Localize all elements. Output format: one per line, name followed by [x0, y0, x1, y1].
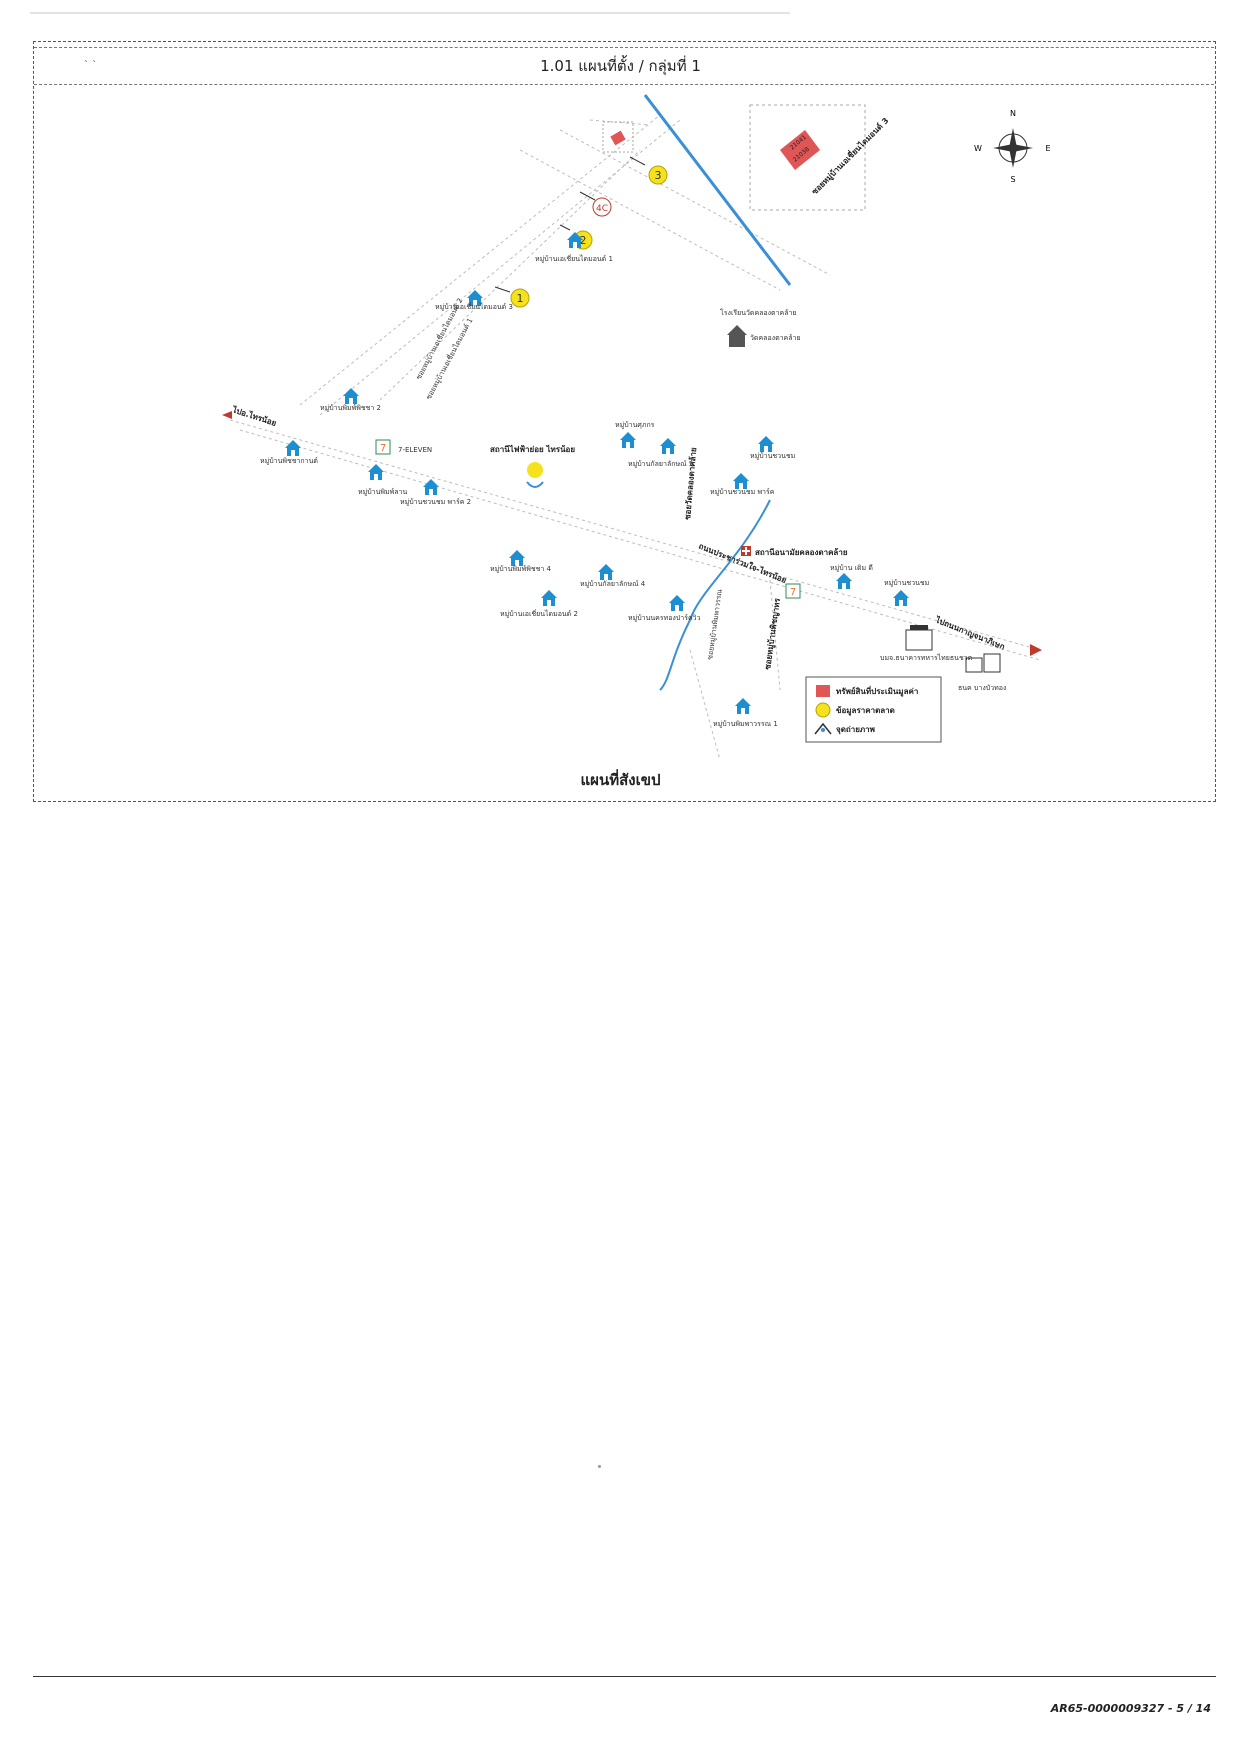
legend-market-swatch	[815, 702, 831, 718]
market-marker-3: 3	[648, 165, 668, 185]
label-soi-5: ซอยหมู่บ้านพิมพาวรรณ	[706, 588, 724, 660]
label-to-west: ไปอ.ไทรน้อย	[230, 404, 278, 428]
village-label: หมู่บ้านเอเชี่ยนไดมอนด์ 1	[535, 254, 613, 263]
road-south-2	[769, 579, 781, 691]
canal-east	[643, 94, 792, 286]
top-scan-line	[30, 12, 790, 14]
footer-rule	[33, 1676, 1216, 1677]
svg-text:3: 3	[655, 169, 662, 182]
photo-arrows	[494, 156, 646, 293]
svg-text:N: N	[1010, 109, 1016, 118]
village-label: หมู่บ้านพิมพ์พิชชา 4	[490, 565, 552, 573]
village-label: หมู่บ้านพิชชากานต์	[260, 457, 318, 465]
village-label: หมู่บ้านพิมพาวรรณ 1	[713, 720, 778, 728]
village-label: หมู่บ้านชวนชม	[750, 452, 795, 460]
label-substation: สถานีไฟฟ้าย่อย ไทรน้อย	[490, 444, 575, 454]
temple-icon	[727, 325, 747, 347]
label-soi-6: ซอยหมู่บ้านพิชญาทร	[762, 597, 783, 671]
village-icons: หมู่บ้านเอเชี่ยนไดมอนด์ 1 หมู่บ้านเอเชี่…	[260, 232, 929, 728]
label-temple: วัดคลองตาคล้าย	[750, 334, 801, 342]
village-label: หมู่บ้านเอเชี่ยนไดมอนด์ 3	[435, 302, 513, 311]
road-soi-3	[379, 149, 641, 401]
village-label: หมู่บ้านกัลยาลักษณ์ 5	[628, 460, 693, 468]
svg-text:1: 1	[517, 292, 524, 305]
svg-text:4C: 4C	[596, 204, 608, 214]
road-upper-2	[519, 149, 781, 291]
village-label: หมู่บ้านศุภกร	[615, 421, 655, 429]
label-inset-soi: ซอยหมู่บ้านเอเชี่ยนไดมอนด์ 3	[809, 115, 892, 198]
seven-eleven-icon: 7	[375, 439, 391, 455]
health-center-icon	[741, 546, 751, 556]
legend-property-label: ทรัพย์สินที่ประเมินมูลค่า	[836, 685, 918, 697]
market-building-icon	[965, 653, 1001, 673]
legend-property-swatch	[816, 685, 830, 697]
svg-text:7: 7	[380, 443, 386, 454]
legend-photo-label: จุดถ่ายภาพ	[836, 725, 875, 735]
village-label: หมู่บ้านกัลยาลักษณ์ 4	[580, 580, 646, 588]
market-marker-4c: 4C	[592, 197, 612, 217]
svg-text:7: 7	[790, 587, 796, 598]
document-reference: AR65-0000009327 - 5 / 14	[1050, 1702, 1211, 1715]
seven-eleven-icon-2: 7	[785, 583, 801, 599]
road-south-1	[689, 649, 721, 761]
svg-text:2: 2	[580, 234, 587, 247]
road-main	[229, 419, 1041, 651]
canal-south	[659, 499, 771, 691]
legend-market-label: ข้อมูลราคาตลาด	[836, 705, 895, 716]
header-band	[34, 47, 1214, 85]
village-label: หมู่บ้านชวนชม พาร์ค	[710, 488, 775, 496]
scan-speck	[598, 1465, 601, 1468]
arrow-west	[222, 411, 232, 419]
header-corner-mark: ` `	[84, 60, 98, 71]
page-title: 1.01 แผนที่ตั้ง / กลุ่มที่ 1	[540, 57, 701, 75]
village-label: หมู่บ้านชวนชม พาร์ค 2	[400, 498, 471, 506]
label-health-center: สถานีอนามัยคลองตาคล้าย	[755, 547, 848, 557]
village-label: หมู่บ้านชวนชม	[884, 579, 929, 587]
road-network	[229, 114, 1041, 761]
label-bank: บมจ.ธนาคารทหารไทยธนชาต	[880, 653, 973, 662]
compass-rose: N S E W	[974, 109, 1050, 184]
market-marker-1: 1	[510, 288, 530, 308]
inset-map: 21041 21038 ซอยหมู่บ้านเอเชี่ยนไดมอนด์ 3	[749, 104, 892, 211]
svg-text:E: E	[1045, 144, 1050, 153]
label-market: ธนค บางบัวทอง	[958, 684, 1006, 692]
label-school: โรงเรียนวัดคลองตาคล้าย	[720, 308, 797, 317]
village-label: หมู่บ้านนครทองปาร์ควิว	[628, 614, 701, 622]
village-label: หมู่บ้านพิมพ์ลาน	[358, 488, 407, 496]
svg-text:W: W	[974, 144, 982, 153]
bank-icon	[905, 625, 933, 651]
arrow-east	[1030, 644, 1042, 656]
substation-icon	[526, 462, 544, 488]
legend-photo-icon	[814, 722, 832, 735]
road-soi-2	[319, 119, 681, 416]
village-label: หมู่บ้าน เดิม ดี	[830, 564, 873, 572]
svg-text:S: S	[1010, 175, 1015, 184]
label-soi-4: ซอยวัดคลองตาคล้าย	[682, 447, 698, 521]
road-soi-1	[299, 114, 661, 406]
legend-box: ทรัพย์สินที่ประเมินมูลค่า ข้อมูลราคาตลาด…	[805, 676, 942, 743]
map-caption: แผนที่สังเขป	[580, 771, 661, 789]
label-store-sign: 7-ELEVEN	[398, 446, 432, 454]
subject-plot	[602, 121, 634, 153]
village-label: หมู่บ้านเอเชี่ยนไดมอนด์ 2	[500, 609, 578, 618]
map-frame	[33, 41, 1216, 802]
label-to-east: ไปถนนกาญจนาภิเษก	[933, 614, 1007, 652]
village-label: หมู่บ้านพิมพ์พิชชา 2	[320, 404, 381, 412]
